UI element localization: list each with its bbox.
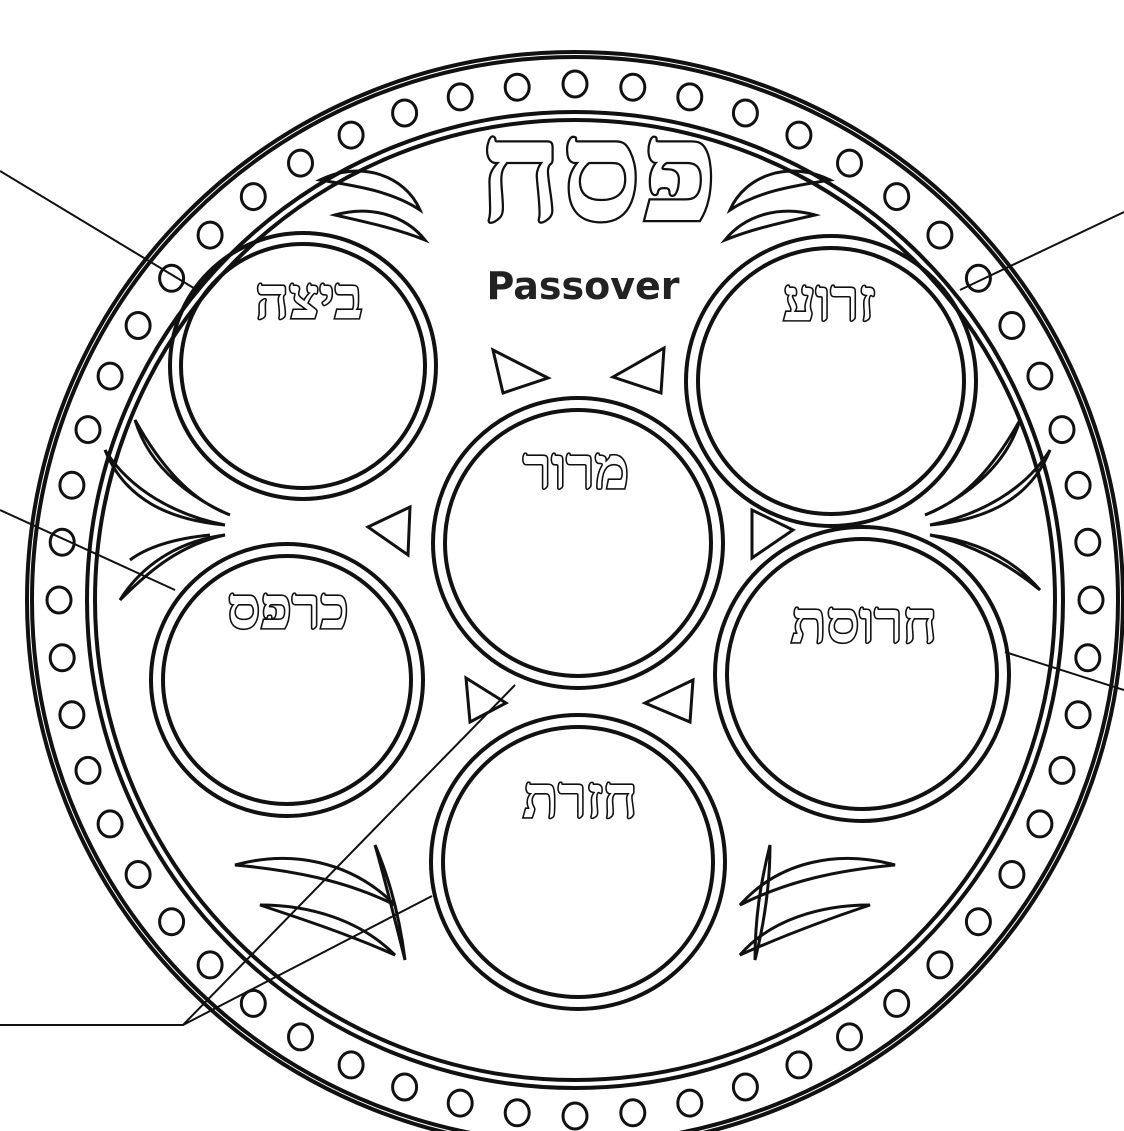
- dish-label-charoset: חרוסת: [791, 588, 937, 656]
- bead: [928, 222, 952, 248]
- bead: [1050, 417, 1074, 443]
- bead: [838, 1024, 862, 1050]
- bead: [563, 1103, 587, 1129]
- bead: [393, 100, 417, 126]
- bead: [448, 1090, 472, 1116]
- leader-line-zeroa: [960, 212, 1124, 290]
- bead: [1028, 363, 1052, 389]
- dish-beitzah: ביצה: [170, 233, 436, 499]
- bead: [733, 1074, 757, 1100]
- bead: [1050, 757, 1074, 783]
- bead: [126, 862, 150, 888]
- bead: [60, 702, 84, 728]
- dish-label-maror: מרור: [523, 434, 629, 502]
- bead: [98, 363, 122, 389]
- bead: [1076, 645, 1100, 671]
- bead: [241, 184, 265, 210]
- bead: [289, 150, 313, 176]
- leader-line-beitzah: [0, 171, 197, 290]
- bead: [198, 222, 222, 248]
- bead: [339, 122, 363, 148]
- bead: [448, 84, 472, 110]
- dish-label-beitzah: ביצה: [256, 264, 363, 332]
- bead: [1079, 587, 1103, 613]
- triangle-accent: [613, 348, 664, 393]
- swirl-top-right: [725, 171, 830, 240]
- bead: [1076, 529, 1100, 555]
- english-title: Passover: [486, 264, 679, 308]
- bead: [1000, 862, 1024, 888]
- bead: [1066, 702, 1090, 728]
- bead: [160, 909, 184, 935]
- swirl-bottom-right: [740, 845, 895, 960]
- bead: [60, 472, 84, 498]
- dish-label-karpas: כרפס: [227, 574, 348, 642]
- hebrew-title: פסח: [479, 90, 718, 254]
- dish-karpas: כרפס: [151, 544, 423, 816]
- bead: [1028, 811, 1052, 837]
- dish-zeroa: זרוע: [686, 236, 976, 526]
- bead: [885, 990, 909, 1016]
- dish-maror: מרור: [433, 398, 723, 688]
- bead: [289, 1024, 313, 1050]
- bead: [339, 1052, 363, 1078]
- bead: [678, 1090, 702, 1116]
- dish-label-chazeret: חזרת: [523, 763, 637, 831]
- bead: [966, 909, 990, 935]
- bead: [733, 100, 757, 126]
- bead: [885, 184, 909, 210]
- bead: [241, 990, 265, 1016]
- bead: [126, 313, 150, 339]
- bead: [50, 645, 74, 671]
- bead: [787, 122, 811, 148]
- triangle-accent: [368, 507, 410, 555]
- bead: [505, 1100, 529, 1126]
- swirl-top-left: [320, 171, 425, 240]
- bead: [838, 150, 862, 176]
- bead: [393, 1074, 417, 1100]
- leader-line-charoset: [1005, 652, 1124, 690]
- bead: [98, 811, 122, 837]
- bead: [1066, 472, 1090, 498]
- triangle-accent: [645, 680, 693, 722]
- leader-line-maror-chazeret: [0, 685, 515, 1025]
- bead: [47, 587, 71, 613]
- bead: [76, 417, 100, 443]
- bead: [76, 757, 100, 783]
- bead: [928, 952, 952, 978]
- bead: [1000, 313, 1024, 339]
- dish-charoset: חרוסת: [715, 527, 1009, 821]
- triangle-accent: [493, 350, 548, 393]
- bead: [621, 1100, 645, 1126]
- dish-label-zeroa: זרוע: [783, 266, 875, 334]
- bead: [198, 952, 222, 978]
- dish-chazeret: חזרת: [431, 715, 725, 1009]
- swirl-bottom-left: [235, 845, 405, 960]
- bead: [787, 1052, 811, 1078]
